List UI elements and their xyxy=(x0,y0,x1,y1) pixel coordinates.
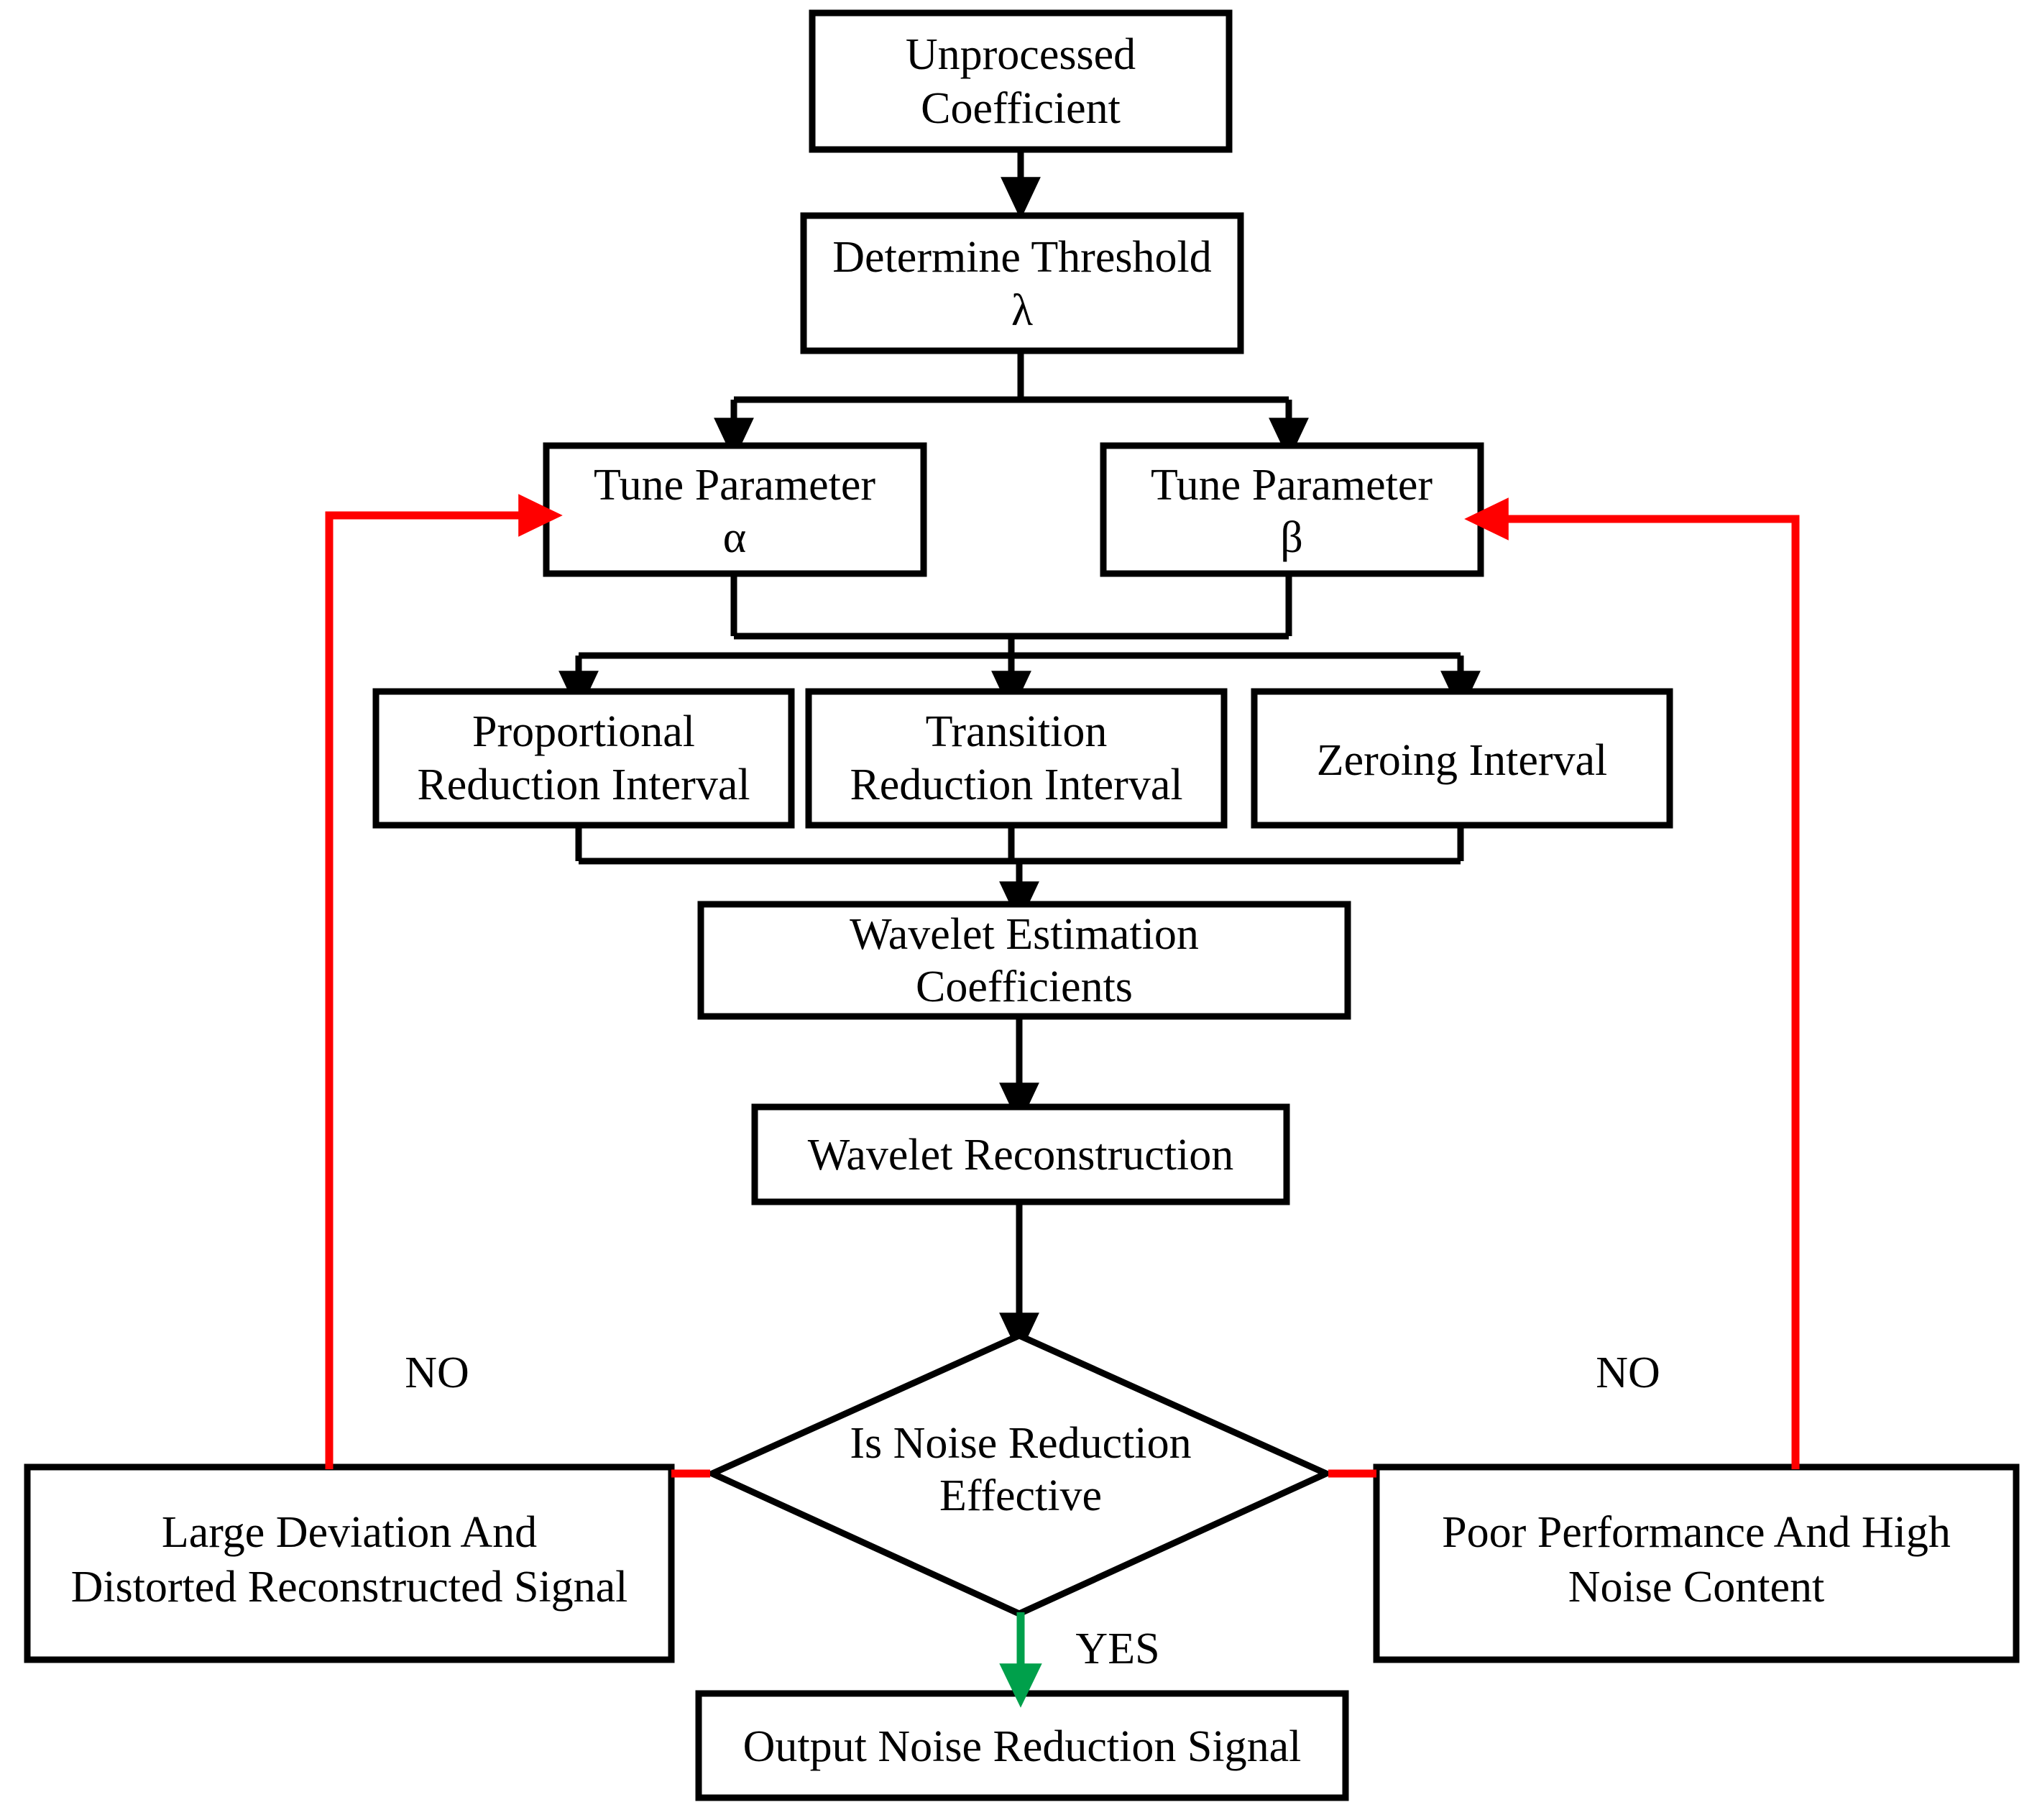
label-no-left: NO xyxy=(405,1348,469,1397)
node-tune-parameter-beta-line1: Tune Parameter xyxy=(1151,461,1433,510)
node-unprocessed-coefficient-line2: Coefficient xyxy=(921,84,1121,133)
node-transition-line2: Reduction Interval xyxy=(850,760,1182,809)
edge-no-right-feedback-to-beta xyxy=(1464,497,1800,1469)
node-tune-parameter-alpha-line2: α xyxy=(723,513,746,562)
node-proportional-line1: Proportional xyxy=(472,707,695,756)
node-zeroing-interval[interactable]: Zeroing Interval xyxy=(1251,688,1673,829)
label-no-right: NO xyxy=(1596,1348,1660,1397)
edge-threshold-split xyxy=(714,351,1309,461)
node-output-line1: Output Noise Reduction Signal xyxy=(743,1722,1302,1771)
node-poor-performance-line2: Noise Content xyxy=(1568,1563,1824,1612)
node-proportional-reduction-interval[interactable]: Proportional Reduction Interval xyxy=(372,688,795,829)
node-proportional-line2: Reduction Interval xyxy=(417,760,750,809)
node-wavelet-estimation-coefficients[interactable]: Wavelet Estimation Coefficients xyxy=(697,901,1351,1020)
node-tune-parameter-alpha[interactable]: Tune Parameter α xyxy=(543,442,927,577)
label-yes: YES xyxy=(1075,1624,1159,1673)
node-wavelet-reconstruction[interactable]: Wavelet Reconstruction xyxy=(751,1103,1290,1205)
node-large-deviation-line1: Large Deviation And xyxy=(162,1508,537,1557)
node-decision-is-noise-reduction-effective[interactable]: Is Noise Reduction Effective xyxy=(704,1332,1334,1617)
node-determine-threshold-line2: λ xyxy=(1011,286,1033,335)
node-wavelet-estimation-line1: Wavelet Estimation xyxy=(850,910,1199,959)
node-large-deviation-line2: Distorted Reconstructed Signal xyxy=(71,1563,628,1612)
node-decision-line2: Effective xyxy=(939,1471,1102,1520)
edge-no-left-feedback-to-alpha xyxy=(325,494,563,1469)
node-unprocessed-coefficient[interactable]: Unprocessed Coefficient xyxy=(809,9,1233,153)
node-determine-threshold-line1: Determine Threshold xyxy=(832,233,1211,282)
node-poor-performance-line1: Poor Performance And High xyxy=(1442,1508,1951,1557)
edge-tune-merge-split xyxy=(558,574,1481,714)
node-unprocessed-coefficient-line1: Unprocessed xyxy=(906,30,1136,79)
node-decision-line1: Is Noise Reduction xyxy=(850,1419,1191,1468)
node-tune-parameter-beta[interactable]: Tune Parameter β xyxy=(1100,442,1484,577)
node-determine-threshold[interactable]: Determine Threshold λ xyxy=(800,212,1244,354)
node-transition-line1: Transition xyxy=(926,707,1108,756)
node-wavelet-reconstruction-line1: Wavelet Reconstruction xyxy=(808,1131,1233,1180)
node-wavelet-estimation-line2: Coefficients xyxy=(916,962,1133,1011)
node-large-deviation-distorted-signal[interactable]: Large Deviation And Distorted Reconstruc… xyxy=(24,1463,675,1663)
node-zeroing-line1: Zeroing Interval xyxy=(1317,736,1608,785)
node-transition-reduction-interval[interactable]: Transition Reduction Interval xyxy=(805,688,1228,829)
edge-intervals-merge xyxy=(575,824,1464,924)
node-poor-performance-high-noise[interactable]: Poor Performance And High Noise Content xyxy=(1373,1463,2020,1663)
node-tune-parameter-alpha-line1: Tune Parameter xyxy=(594,461,875,510)
node-output-noise-reduction-signal[interactable]: Output Noise Reduction Signal xyxy=(695,1690,1349,1801)
node-tune-parameter-beta-line2: β xyxy=(1280,513,1303,562)
